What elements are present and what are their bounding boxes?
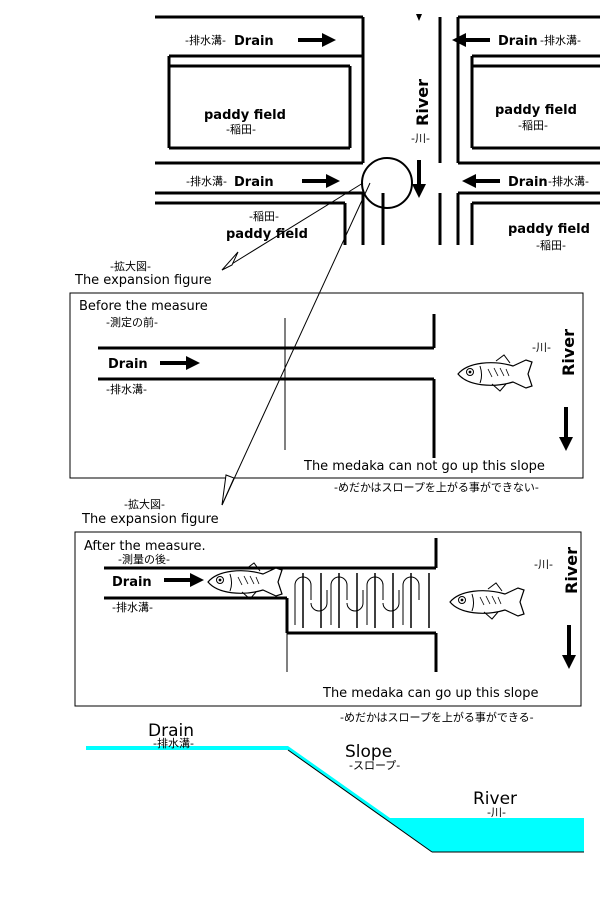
paddy-label: paddy field [204,108,286,123]
callout-pointer-line [221,182,371,506]
junction-circle [361,157,413,209]
drain-label: Drain [112,575,152,590]
panel-title-jp: -測定の前- [106,315,158,329]
after-panel [74,531,582,707]
flow-arrows [294,576,420,625]
river-label: -川- [534,558,553,571]
map-arrows [298,14,500,198]
panel-caption: The medaka can not go up this slope [303,459,545,474]
drain-label: Drain [234,34,274,49]
callout-label: -拡大図- [124,497,165,511]
drain-label: Drain [498,34,538,49]
drain-label: Drain [234,175,274,190]
paddy-label: paddy field [226,227,308,242]
map-lines [155,15,600,245]
arrow-left-icon [452,33,490,47]
river-label: River [413,79,432,126]
panel-caption-jp: -めだかはスロープを上がる事ができない- [334,480,539,494]
profile-label: -川- [487,806,506,819]
arrow-right-icon [160,356,200,370]
arrow-left-icon [462,174,500,188]
drain-label: -排水溝- [106,382,147,396]
drain-label: -排水溝- [185,33,226,47]
medaka-fish-icon [449,582,525,620]
drain-label: -排水溝- [540,33,581,47]
arrow-down-small-icon [416,14,422,21]
panel-title: Before the measure [79,299,208,314]
river-label: River [559,329,578,376]
panel-title: After the measure. [84,539,206,554]
arrow-down-icon [562,625,576,669]
arrow-right-icon [302,174,340,188]
drain-label: Drain [108,357,148,372]
paddy-label: -稲田- [536,239,566,252]
callout-label: -拡大図- [110,259,151,273]
drain-label: Drain [508,175,548,190]
profile-label: River [473,789,517,809]
before-lines [98,314,436,458]
drain-label: -排水溝- [112,600,153,614]
profile-label: -排水溝- [153,736,194,750]
callout-label: The expansion figure [81,512,219,527]
paddy-label: -稲田- [226,123,256,136]
medaka-fish-icon [457,354,533,392]
fish-ladder [302,573,430,628]
water-profile [86,746,584,852]
panel-caption-jp: -めだかはスロープを上がる事ができる- [340,710,534,724]
drain-label: -排水溝- [548,174,589,188]
slope-line [287,749,433,853]
profile-label: Drain [148,721,194,741]
arrow-right-icon [164,573,204,587]
arrow-down-icon [559,407,573,451]
profile-label: -スロープ- [349,759,400,772]
river-label: -川- [532,341,551,354]
paddy-label: paddy field [495,103,577,118]
drain-label: -排水溝- [186,174,227,188]
callout-pointer [221,182,364,271]
river-label: -川- [411,132,430,145]
arrow-right-icon [298,33,336,47]
river-label: River [562,547,581,594]
profile-label: Slope [345,742,392,762]
panel-title-jp: -測量の後- [118,552,170,566]
paddy-label: -稲田- [518,119,548,132]
after-lines [104,538,438,672]
paddy-label: -稲田- [249,210,279,223]
before-panel [69,292,584,479]
callout-pointer [221,474,235,506]
paddy-label: paddy field [508,222,590,237]
panel-caption: The medaka can go up this slope [322,686,538,701]
arrow-down-icon [412,160,426,198]
callout-label: The expansion figure [74,273,212,288]
